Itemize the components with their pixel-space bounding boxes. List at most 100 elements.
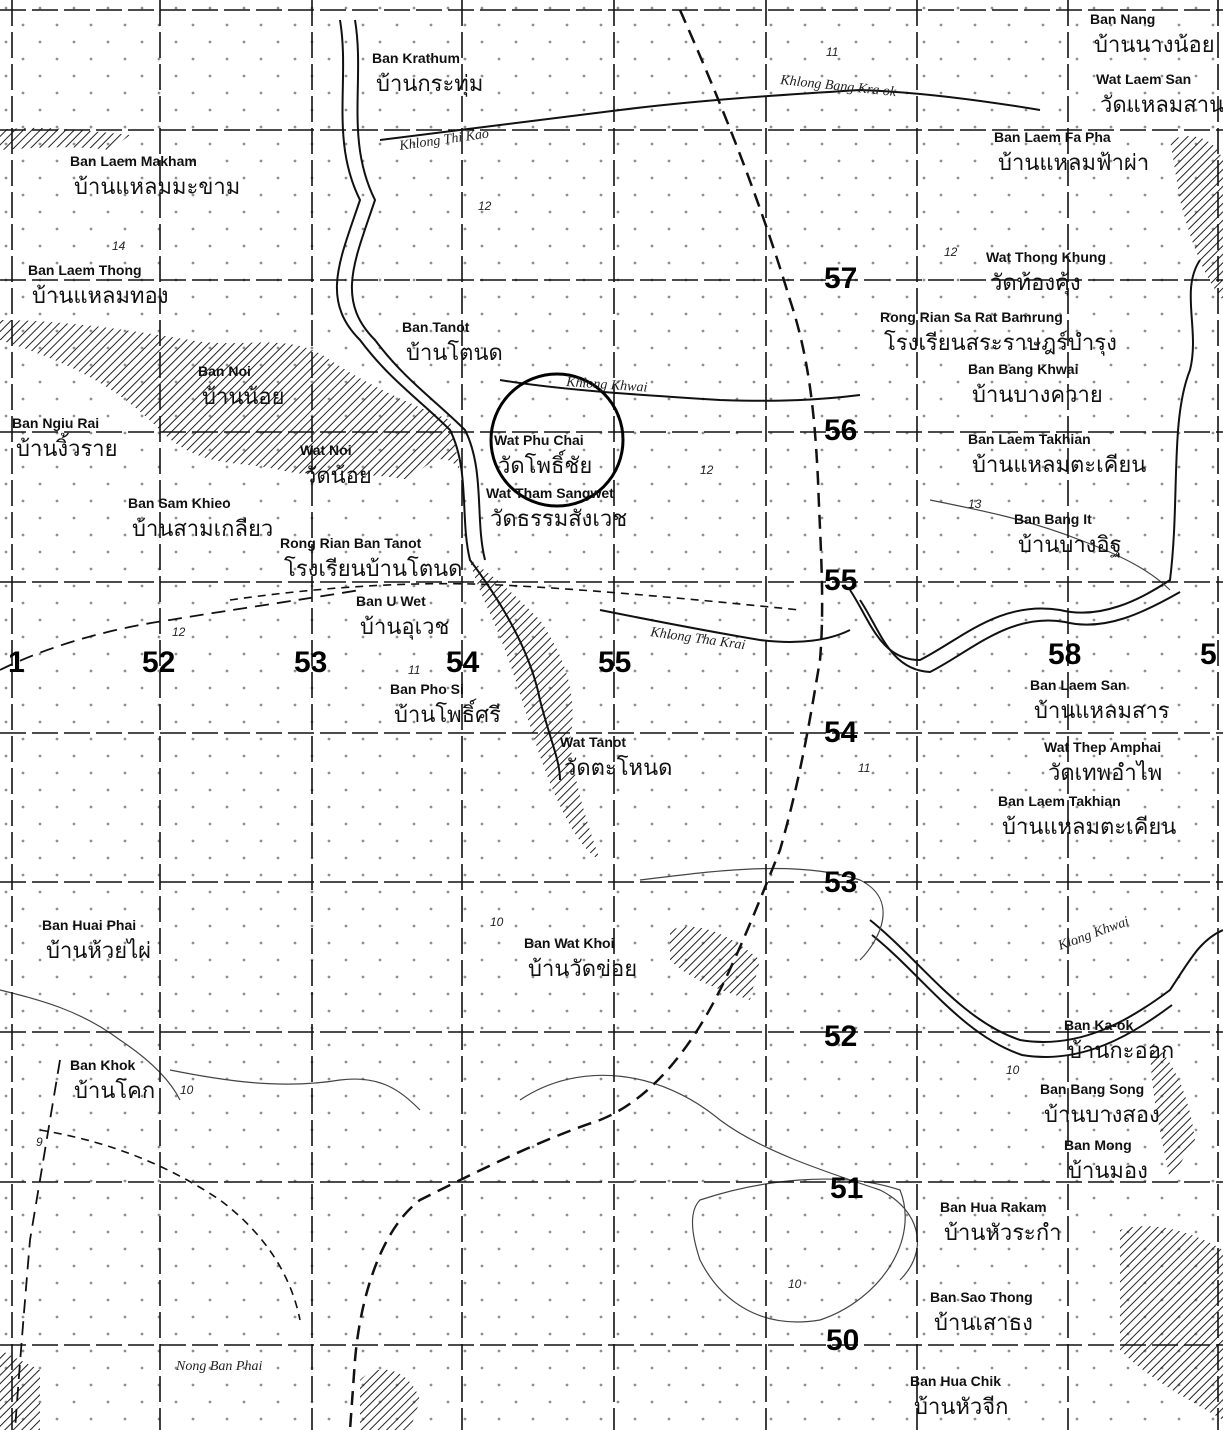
- place-label: Ban Nang บ้านนางน้อย: [1090, 11, 1215, 58]
- place-name-latin: Wat Thong Khung: [986, 249, 1106, 265]
- river-east: [849, 259, 1201, 662]
- grid-label-northing: 55: [824, 564, 857, 597]
- contour-6: [929, 499, 1171, 591]
- grid-label-easting: 5: [1200, 638, 1217, 671]
- hatched-area-center: [470, 560, 600, 860]
- grid-label-easting: 52: [142, 646, 175, 679]
- place-name-latin: Rong Rian Ban Tanot: [280, 535, 422, 551]
- place-name-thai: บ้านเสาธง: [934, 1311, 1033, 1336]
- place-name-thai: บ้านโคก: [74, 1078, 155, 1104]
- place-name-latin: Ban Laem San: [1030, 677, 1126, 693]
- place-name-thai: บ้านห้วยไผ่: [46, 938, 151, 964]
- place-name-thai: บ้านแหลมตะเคียน: [972, 453, 1146, 478]
- place-name-latin: Wat Phu Chai: [494, 432, 584, 448]
- place-name-thai: บ้านแหลมมะขาม: [74, 175, 240, 200]
- place-name-thai: วัดตะโหนด: [564, 755, 672, 781]
- place-label: Ban Sao Thong บ้านเสาธง: [930, 1289, 1033, 1336]
- place-name-thai: บ้านโพธิ์ศรี: [394, 699, 501, 728]
- contour-5: [0, 989, 181, 1101]
- hatched-areas: [0, 127, 1223, 1430]
- place-name-thai: บ้านนางน้อย: [1094, 33, 1215, 58]
- place-label: Wat Laem San วัดแหลมสาน: [1096, 71, 1223, 118]
- river-southeast: [869, 919, 1223, 1043]
- place-name-thai: วัดแหลมสาน: [1100, 93, 1223, 118]
- place-name-thai: วัดโพธิ์ชัย: [498, 450, 592, 479]
- place-name-thai: บ้านบางอิฐ: [1018, 533, 1122, 558]
- place-name-latin: Ban Bang Khwai: [968, 361, 1078, 377]
- place-name-latin: Ban Tanot: [402, 319, 470, 335]
- place-name-latin: Ban U Wet: [356, 593, 426, 609]
- khlong-tha-krai: [599, 609, 851, 643]
- grid-label-easting: 58: [1048, 638, 1081, 671]
- place-name-thai: โรงเรียนสระราษฎร์บำรุง: [884, 330, 1117, 356]
- boundary-west: [0, 589, 361, 671]
- place-name-latin: Wat Tham Sangwet: [486, 485, 614, 501]
- place-label: Ban Hua Chik บ้านหัวจีก: [910, 1373, 1008, 1420]
- place-name-thai: บ้านมอง: [1068, 1159, 1148, 1184]
- place-name-latin: Ban Laem Makham: [70, 153, 197, 169]
- place-name-latin: Ban Laem Takhian: [968, 431, 1091, 447]
- place-name-latin: Wat Tanot: [560, 734, 626, 750]
- place-name-thai: บ้านแหลมสาร: [1034, 699, 1170, 724]
- place-name-thai: บ้านวัดข่อย: [528, 957, 637, 982]
- place-label: Ban Ka-okบ้านกะออก: [1064, 1017, 1174, 1064]
- spot-height: 11: [408, 663, 420, 677]
- boundary-south-west: [14, 1059, 61, 1430]
- place-name-latin: Ban Pho Si: [390, 681, 464, 697]
- place-name-thai: บ้านอุเวช: [360, 615, 449, 640]
- place-name-thai: บ้านน้อย: [202, 385, 285, 410]
- place-label: Rong Rian Sa Rat Bamrung โรงเรียนสระราษฎร…: [880, 309, 1117, 356]
- contour-3: [691, 1178, 906, 1323]
- hatched-area-east: [1170, 136, 1223, 300]
- place-name-latin: Ban Ka-ok: [1064, 1017, 1133, 1033]
- hatched-area-southeast: [1150, 1040, 1195, 1180]
- place-name-thai: บ้านสามเกลียว: [132, 517, 273, 542]
- place-name-latin: Wat Laem San: [1096, 71, 1191, 87]
- place-name-latin: Ban Ngiu Rai: [12, 415, 99, 431]
- place-name-latin: Rong Rian Sa Rat Bamrung: [880, 309, 1063, 325]
- hatched-area-wat-khoi: [670, 926, 760, 1000]
- target-circle: [489, 372, 625, 508]
- spot-height: 11: [858, 761, 870, 775]
- rivers: [336, 19, 1223, 1058]
- contour-4: [169, 1069, 421, 1111]
- place-label: Ban Ngiu Rai บ้านงิ้วราย: [12, 415, 118, 462]
- place-name-thai: บ้านแหลมทอง: [32, 284, 168, 309]
- place-name-latin: Ban Noi: [198, 363, 251, 379]
- place-name-thai: บ้านบางควาย: [972, 383, 1103, 408]
- place-name-latin: Ban Hua Chik: [910, 1373, 1001, 1389]
- grid-label-northing: 51: [830, 1172, 863, 1205]
- khlong-north: [379, 88, 1041, 141]
- place-name-thai: บ้านงิ้วราย: [16, 433, 118, 462]
- place-name-latin: Ban Sao Thong: [930, 1289, 1033, 1305]
- spot-height: 9: [36, 1135, 43, 1149]
- hatched-area-northwest: [0, 127, 130, 150]
- spot-height: 10: [1006, 1063, 1020, 1077]
- place-name-thai: บ้านบางสอง: [1044, 1103, 1160, 1128]
- place-name-thai: โรงเรียนบ้านโตนด: [284, 556, 462, 582]
- place-label: Ban Bang Khwai บ้านบางควาย: [968, 361, 1103, 408]
- grid-label-northing: 57: [824, 262, 857, 295]
- place-name-thai: บ้านโตนด: [406, 340, 503, 366]
- contours: [0, 499, 1171, 1323]
- place-name-latin: Ban Nang: [1090, 11, 1155, 27]
- place-name-thai: บ้านหัวจีก: [914, 1395, 1008, 1420]
- place-name-thai: วัดธรรมสังเวช: [490, 507, 627, 532]
- place-label: Ban Laem San บ้านแหลมสาร: [1030, 677, 1170, 724]
- grid-label-easting: 54: [446, 646, 480, 679]
- place-name-latin: Ban Huai Phai: [42, 917, 136, 933]
- grid-label-northing: 52: [824, 1020, 857, 1053]
- place-name-latin: Wat Thep Amphai: [1044, 739, 1161, 755]
